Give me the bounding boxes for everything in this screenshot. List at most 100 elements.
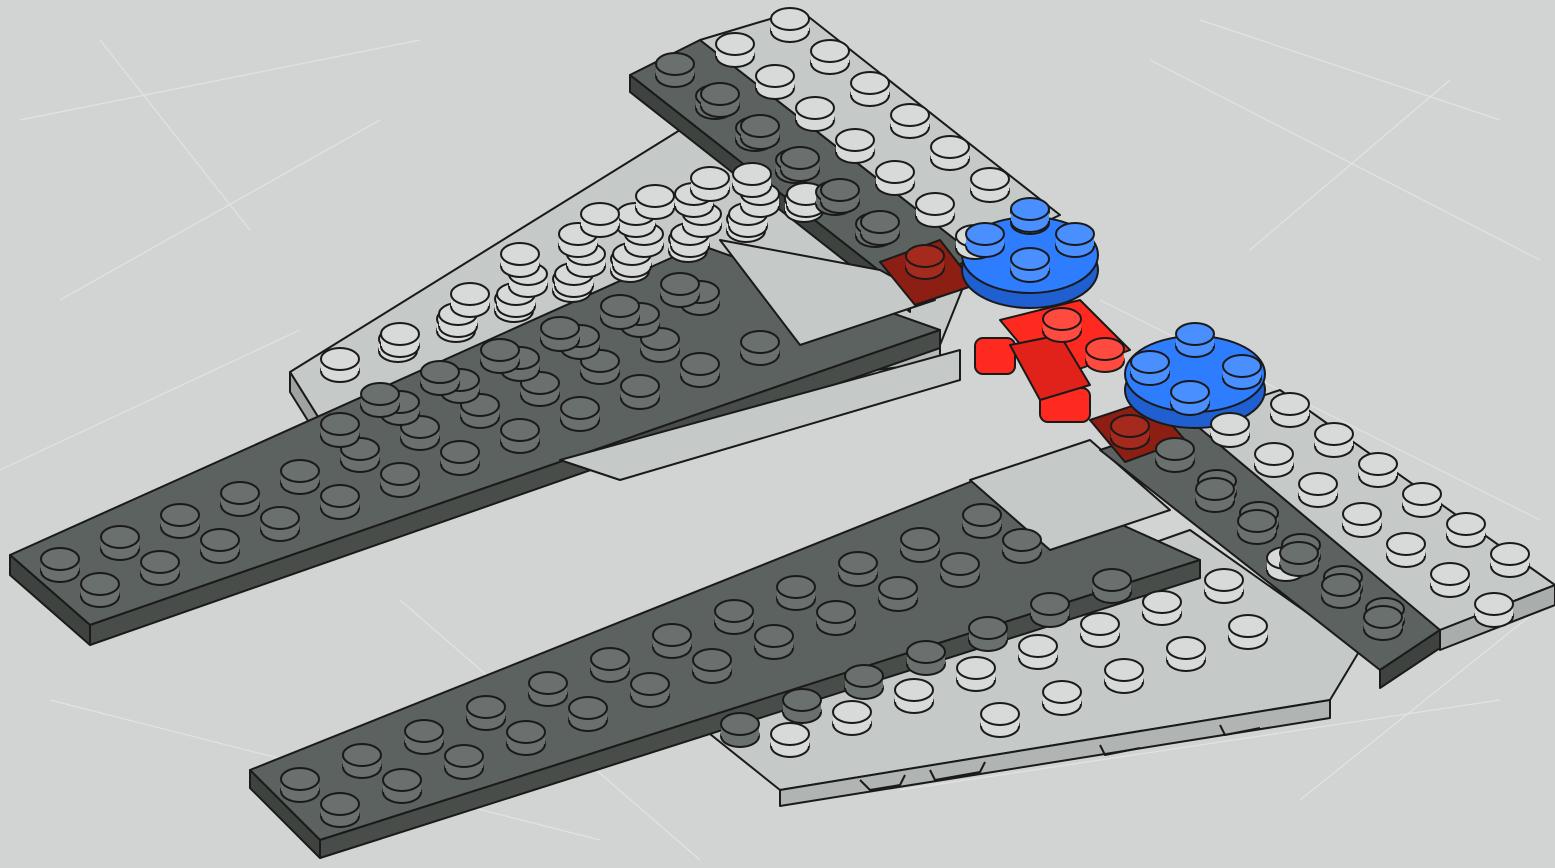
stud <box>445 745 483 779</box>
stud <box>1387 533 1425 567</box>
stud <box>783 689 821 723</box>
stud <box>569 697 607 731</box>
stud <box>1143 591 1181 625</box>
stud <box>1093 569 1131 603</box>
stud <box>891 104 929 138</box>
stud <box>1238 510 1276 544</box>
stud <box>1280 542 1318 576</box>
stud <box>656 53 694 87</box>
stud <box>281 768 319 802</box>
stud <box>1447 513 1485 547</box>
stud <box>1403 483 1441 517</box>
stud <box>41 548 79 582</box>
stud <box>741 331 779 365</box>
stud <box>383 769 421 803</box>
stud <box>581 203 619 237</box>
stud <box>811 40 849 74</box>
stud <box>756 65 794 99</box>
stud <box>845 665 883 699</box>
stud <box>561 397 599 431</box>
stud <box>101 526 139 560</box>
stud <box>361 383 399 417</box>
stud <box>501 243 539 277</box>
stud <box>836 129 874 163</box>
stud <box>1176 323 1214 357</box>
stud <box>839 552 877 586</box>
stud <box>636 185 674 219</box>
stud <box>405 720 443 754</box>
stud <box>861 211 899 245</box>
stud <box>1043 681 1081 715</box>
stud <box>281 460 319 494</box>
stud <box>601 295 639 329</box>
stud <box>1223 355 1261 389</box>
stud <box>963 504 1001 538</box>
stud <box>833 701 871 735</box>
stud <box>693 649 731 683</box>
stud <box>907 641 945 675</box>
stud <box>343 744 381 778</box>
stud <box>1322 574 1360 608</box>
stud <box>895 679 933 713</box>
stud <box>1019 635 1057 669</box>
stud <box>1196 478 1234 512</box>
stud <box>879 577 917 611</box>
stud <box>467 696 505 730</box>
stud <box>777 576 815 610</box>
stud <box>591 648 629 682</box>
stud <box>529 672 567 706</box>
stud <box>1364 606 1402 640</box>
stud <box>1255 443 1293 477</box>
stud <box>941 553 979 587</box>
stud <box>981 703 1019 737</box>
stud <box>1271 393 1309 427</box>
stud <box>1315 423 1353 457</box>
stud <box>161 504 199 538</box>
stud <box>971 168 1009 202</box>
stud <box>481 339 519 373</box>
stud <box>261 507 299 541</box>
stud <box>966 223 1004 257</box>
stud <box>1299 473 1337 507</box>
stud <box>1031 593 1069 627</box>
stud <box>876 161 914 195</box>
stud <box>1086 338 1124 372</box>
stud <box>931 136 969 170</box>
stud <box>1359 453 1397 487</box>
stud <box>755 625 793 659</box>
stud <box>507 721 545 755</box>
stud <box>701 83 739 117</box>
stud <box>221 482 259 516</box>
stud <box>1167 637 1205 671</box>
stud <box>817 601 855 635</box>
stud <box>681 353 719 387</box>
stud <box>796 97 834 131</box>
stud <box>321 348 359 382</box>
stud <box>201 529 239 563</box>
stud <box>771 8 809 42</box>
stud <box>421 361 459 395</box>
stud <box>631 673 669 707</box>
stud <box>821 179 859 213</box>
stud <box>321 413 359 447</box>
stud <box>1205 569 1243 603</box>
stud <box>81 573 119 607</box>
stud <box>733 163 771 197</box>
stud <box>381 323 419 357</box>
stud <box>141 551 179 585</box>
stud <box>716 33 754 67</box>
stud <box>1156 438 1194 472</box>
stud <box>321 793 359 827</box>
stud <box>1011 248 1049 282</box>
stud <box>741 115 779 149</box>
stud <box>1043 308 1081 342</box>
stud <box>1431 563 1469 597</box>
stud <box>957 657 995 691</box>
stud <box>321 485 359 519</box>
stud <box>969 617 1007 651</box>
stud <box>901 528 939 562</box>
stud <box>541 317 579 351</box>
stud <box>1491 543 1529 577</box>
stud <box>451 283 489 317</box>
